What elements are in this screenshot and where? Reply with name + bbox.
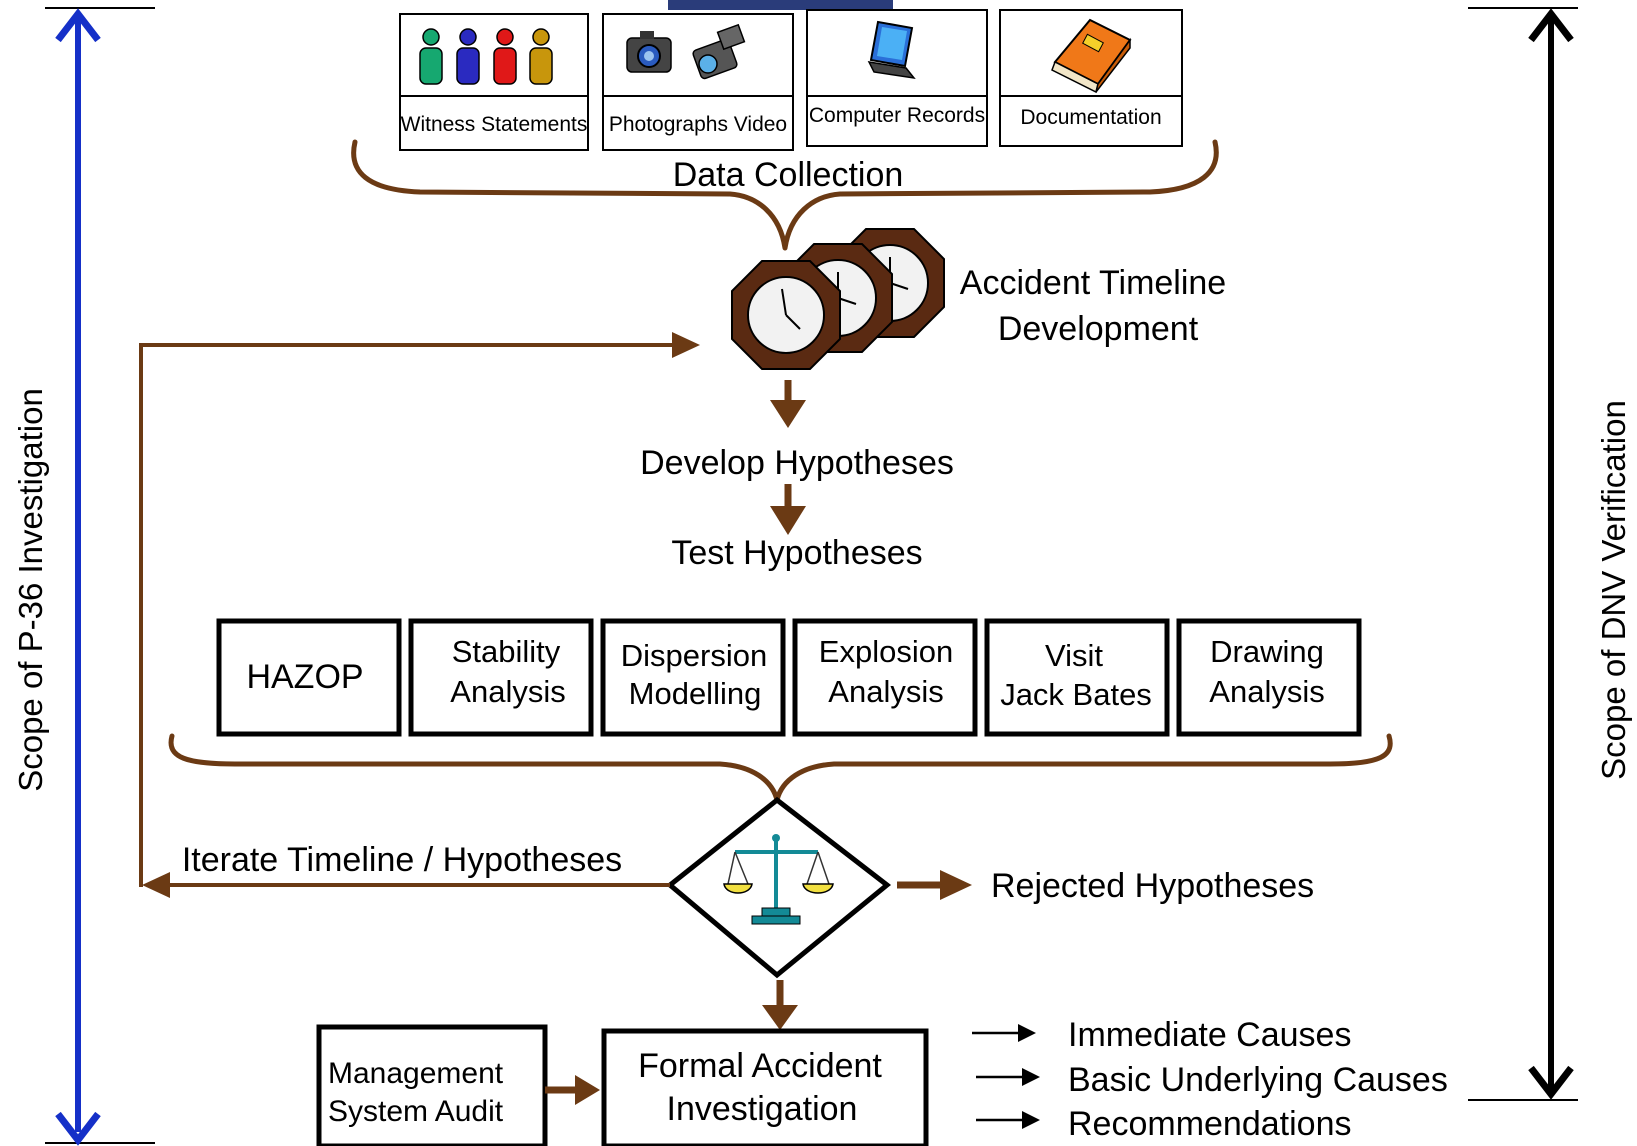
formal-line1: Formal Accident xyxy=(638,1047,882,1085)
timeline-label-line1: Accident Timeline xyxy=(960,264,1226,302)
right-scope-label: Scope of DNV Verification xyxy=(1595,400,1632,780)
analysis-line1: Drawing xyxy=(1210,634,1324,669)
analysis-box-hazop: HAZOP xyxy=(216,618,402,737)
data-source-photographs: Photographs Video xyxy=(602,13,794,151)
analysis-box-stability: Stability Analysis xyxy=(408,618,594,737)
timeline-label-line2: Development xyxy=(998,310,1199,348)
analysis-line1: Dispersion xyxy=(621,638,767,673)
arrow-to-test xyxy=(770,484,806,535)
formal-investigation-box: Formal Accident Investigation xyxy=(601,1028,929,1146)
people-icon xyxy=(419,28,553,85)
analysis-brace xyxy=(168,733,1393,803)
analysis-box-dispersion: Dispersion Modelling xyxy=(600,618,786,737)
data-source-label: Witness Statements xyxy=(401,113,588,136)
iterate-label: Iterate Timeline / Hypotheses xyxy=(182,841,622,879)
book-icon xyxy=(1051,18,1132,94)
left-scope-arrow xyxy=(45,7,155,1146)
develop-hypotheses-label: Develop Hypotheses xyxy=(640,444,954,482)
output-basic: Basic Underlying Causes xyxy=(1068,1061,1448,1099)
formal-line2: Investigation xyxy=(667,1090,858,1128)
analysis-line1: Explosion xyxy=(819,634,953,669)
analysis-line2: Analysis xyxy=(828,674,943,709)
analysis-box-visit: Visit Jack Bates xyxy=(984,618,1170,737)
scales-icon xyxy=(723,834,834,925)
data-source-label: Documentation xyxy=(1020,106,1161,129)
data-source-computer: Computer Records xyxy=(806,9,988,147)
arrow-audit-to-formal xyxy=(545,1075,600,1105)
camera-video-icon xyxy=(626,23,746,80)
output-arrow xyxy=(972,1024,1036,1042)
clocks-icon xyxy=(731,228,945,370)
data-source-label: Computer Records xyxy=(809,104,985,127)
data-source-witness: Witness Statements xyxy=(399,13,589,151)
analysis-line1: HAZOP xyxy=(246,658,363,696)
data-collection-label: Data Collection xyxy=(673,156,904,194)
analysis-line2: Modelling xyxy=(629,676,762,711)
arrow-to-formal xyxy=(762,980,798,1030)
audit-line2: System Audit xyxy=(328,1095,504,1128)
analysis-line2: Analysis xyxy=(1209,674,1324,709)
data-source-label: Photographs Video xyxy=(609,113,787,136)
arrow-to-rejected xyxy=(897,870,972,900)
decision-diamond xyxy=(666,796,892,979)
audit-line1: Management xyxy=(328,1057,504,1090)
output-immediate: Immediate Causes xyxy=(1068,1016,1351,1054)
output-recommendations: Recommendations xyxy=(1068,1105,1351,1143)
analysis-box-drawing: Drawing Analysis xyxy=(1176,618,1362,737)
data-source-documentation: Documentation xyxy=(999,9,1183,147)
management-audit-box: Management System Audit xyxy=(316,1024,548,1146)
analysis-line1: Visit xyxy=(1045,638,1103,673)
output-arrow xyxy=(976,1111,1040,1129)
data-collection-brace xyxy=(351,139,1219,251)
left-scope-label: Scope of P-36 Investigation xyxy=(12,388,49,792)
iterate-loop-arrow xyxy=(139,332,700,898)
output-arrow xyxy=(976,1068,1040,1086)
rejected-label: Rejected Hypotheses xyxy=(991,867,1314,905)
analysis-box-explosion: Explosion Analysis xyxy=(792,618,978,737)
analysis-line2: Analysis xyxy=(450,674,565,709)
test-hypotheses-label: Test Hypotheses xyxy=(671,534,922,572)
computer-icon xyxy=(867,20,916,80)
analysis-line2: Jack Bates xyxy=(1000,677,1152,712)
arrow-to-develop xyxy=(770,380,806,428)
right-scope-arrow xyxy=(1468,7,1578,1101)
analysis-line1: Stability xyxy=(452,634,561,669)
top-image-sliver xyxy=(668,0,893,10)
